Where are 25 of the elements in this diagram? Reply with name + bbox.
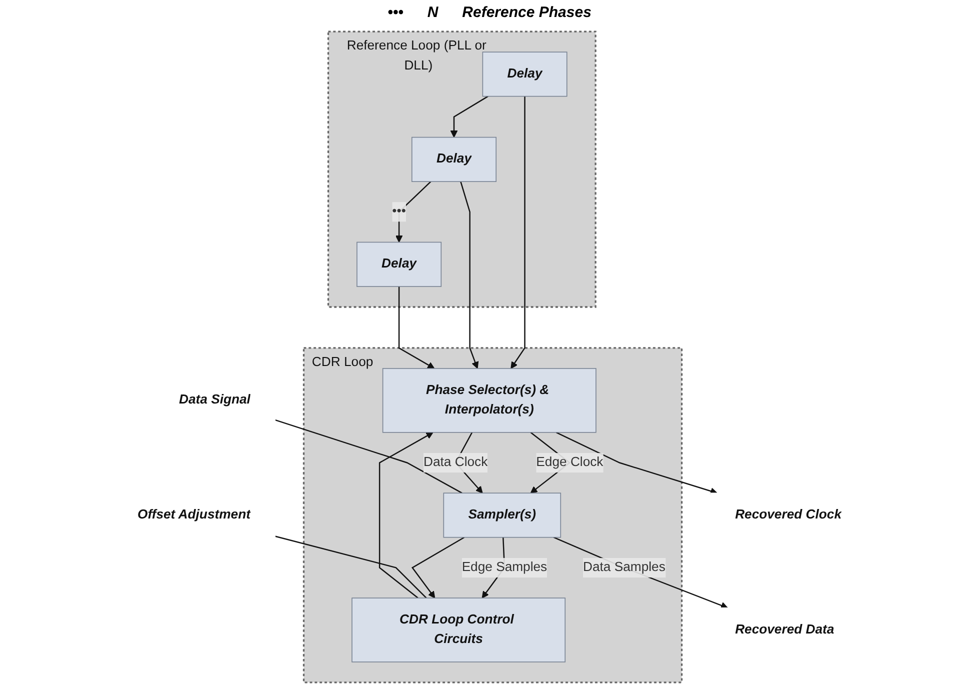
- arrow: [411, 536, 465, 598]
- edge-label: Edge Samples: [462, 560, 548, 574]
- node-text: Data Signal: [179, 393, 250, 408]
- arrow: [460, 181, 479, 369]
- arrow: [395, 181, 432, 243]
- node-text: Offset Adjustment: [137, 508, 250, 522]
- node-text: Recovered Data: [735, 622, 834, 637]
- arrow: [450, 96, 488, 138]
- edge-label: Data Clock: [424, 455, 488, 470]
- note-label: •••: [388, 4, 404, 21]
- edge-label: Edge Clock: [536, 455, 604, 470]
- note-label: Reference Phases: [462, 4, 592, 21]
- edge-label: Data Samples: [583, 560, 666, 574]
- node-box: CDR Loop Control Circuits: [352, 598, 566, 662]
- arrow: [510, 96, 526, 369]
- arrow: [398, 286, 435, 369]
- arrow: [378, 432, 434, 598]
- node-box: Phase Selector(s) & Interpolator(s): [382, 368, 596, 433]
- note-label: N: [427, 4, 438, 21]
- arrow: [553, 536, 728, 609]
- arrow: [556, 432, 718, 495]
- edge-label: •••: [392, 204, 406, 218]
- connector: [274, 536, 427, 598]
- connector: [274, 419, 462, 494]
- node-box: Sampler(s): [443, 492, 562, 538]
